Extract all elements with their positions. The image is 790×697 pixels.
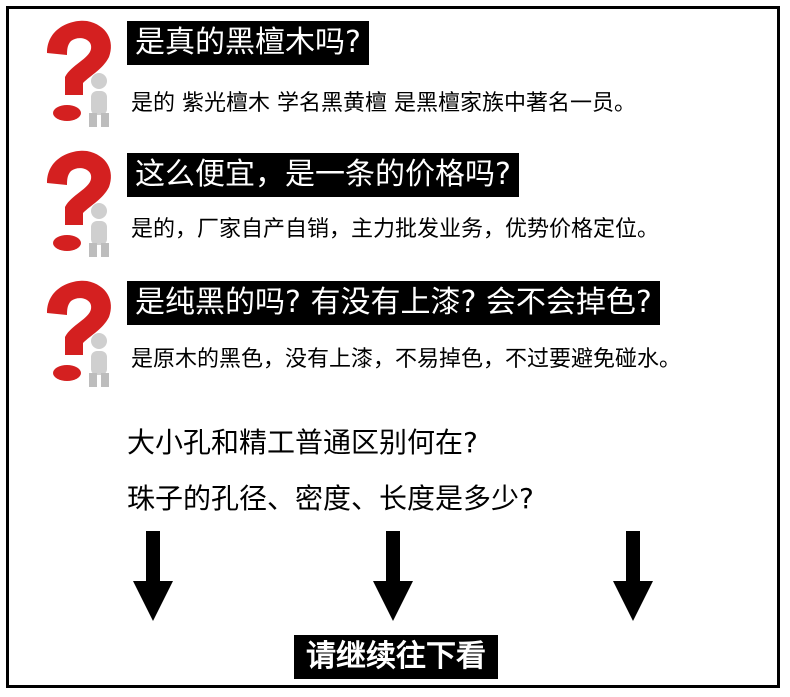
info-line-1: 大小孔和精工普通区别何在?: [127, 426, 478, 459]
continue-banner: 请继续往下看: [294, 635, 498, 679]
down-arrow-icon: [133, 531, 173, 621]
question-mark-person-icon: [47, 280, 111, 387]
frame: 是真的黑檀木吗? 是的 紫光檀木 学名黑黄檀 是黑檀家族中著名一员。 这么便宜，…: [6, 6, 780, 688]
question-mark-person-icon: [47, 150, 111, 257]
info-line-2: 珠子的孔径、密度、长度是多少?: [127, 482, 534, 515]
down-arrow-icon: [613, 531, 653, 621]
question-box: 这么便宜，是一条的价格吗?: [127, 153, 519, 197]
question-box: 是真的黑檀木吗?: [127, 21, 369, 65]
answer-text: 是的 紫光檀木 学名黑黄檀 是黑檀家族中著名一员。: [131, 91, 636, 116]
answer-text: 是的，厂家自产自销，主力批发业务，优势价格定位。: [131, 217, 660, 242]
question-mark-person-icon: [47, 20, 111, 127]
answer-text: 是原木的黑色，没有上漆，不易掉色，不过要避免碰水。: [131, 347, 682, 372]
question-box: 是纯黑的吗? 有没有上漆? 会不会掉色?: [127, 281, 660, 325]
down-arrow-icon: [373, 531, 413, 621]
